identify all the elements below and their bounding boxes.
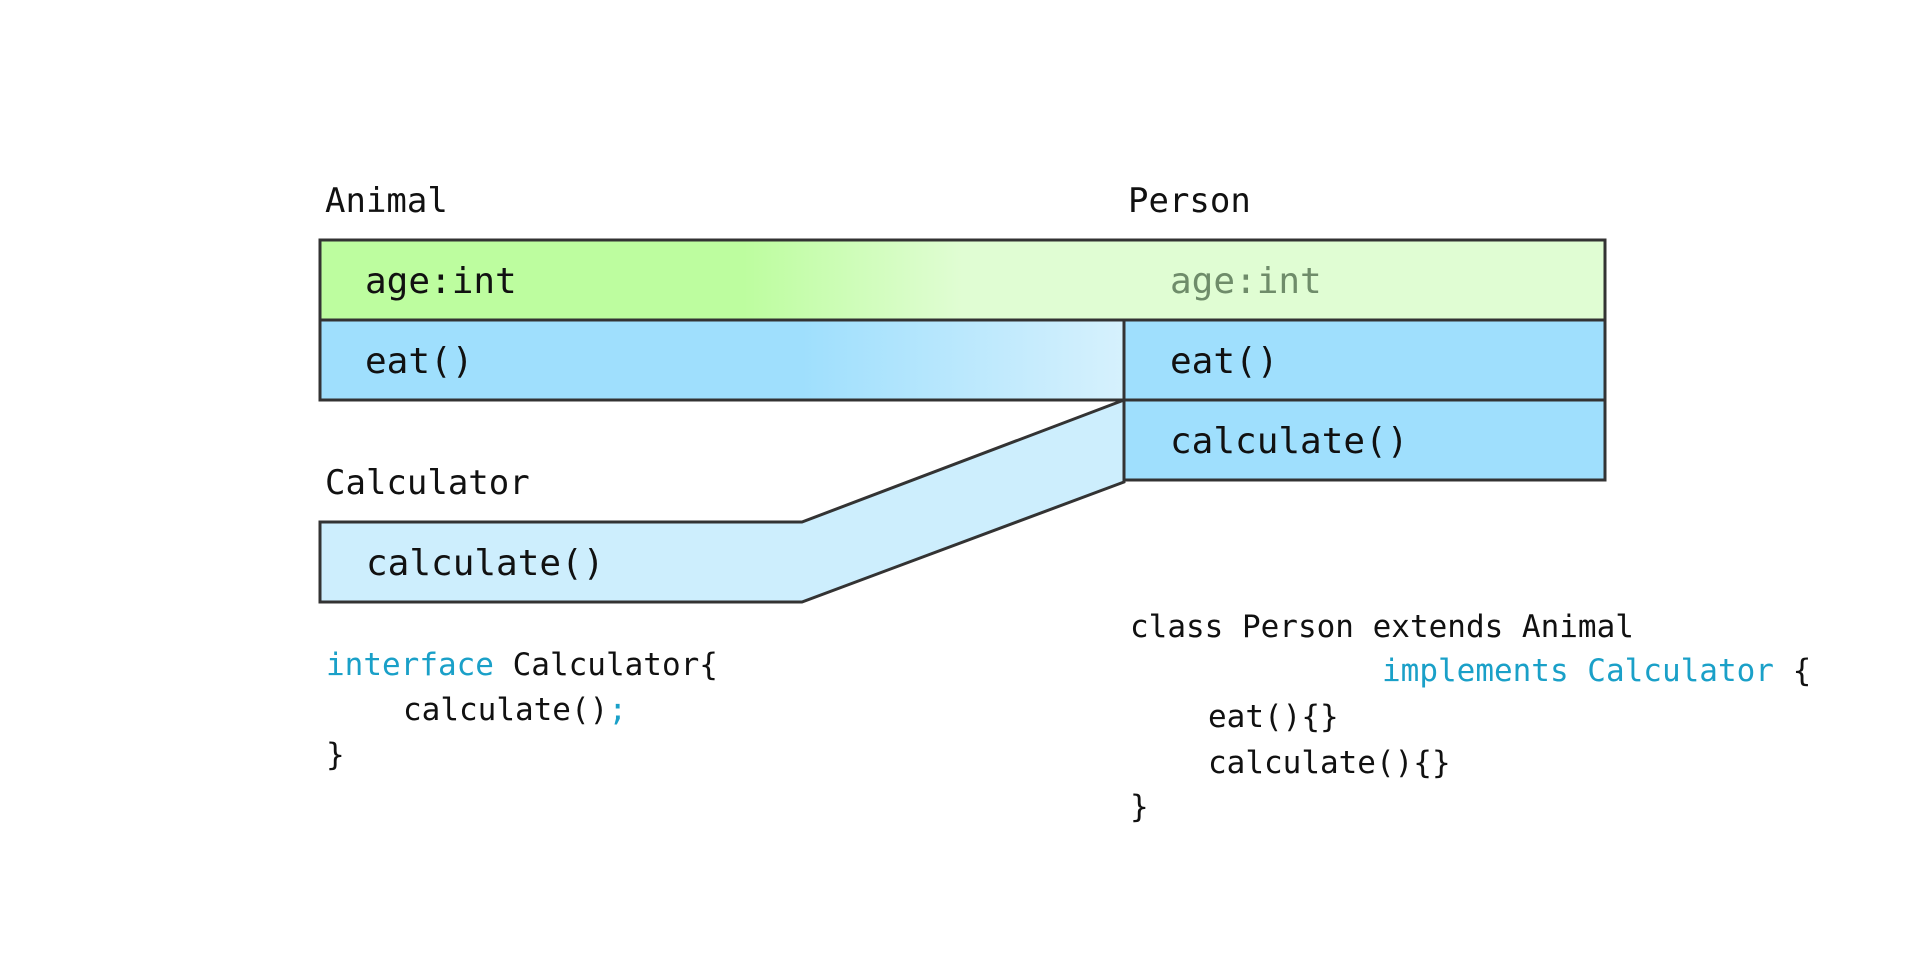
calculator-title: Calculator [325, 463, 530, 503]
animal-title: Animal [325, 181, 448, 221]
person-eat-box [1122, 318, 1607, 402]
animal-field-box [318, 238, 1607, 322]
person-code-open-brace: { [1773, 653, 1812, 689]
calculator-code-line-3: } [326, 737, 345, 773]
person-code-line-5: } [1130, 789, 1149, 825]
implements-keyword: implements Calculator [1382, 653, 1774, 689]
person-eat-label: eat() [1170, 341, 1279, 382]
animal-field-label: age:int [365, 261, 517, 302]
person-inherited-field-label: age:int [1170, 261, 1322, 302]
person-code-line-1: class Person extends Animal [1130, 609, 1634, 645]
person-calculate-box [1122, 398, 1607, 482]
animal-method-box [318, 318, 1126, 402]
animal-method-label: eat() [365, 341, 474, 382]
calculator-code-line-1: interface Calculator{ [326, 650, 718, 681]
calculator-method-box [318, 397, 1126, 604]
person-code-line-2: implements Calculator { [1382, 656, 1811, 687]
semicolon: ; [608, 692, 627, 728]
calculator-code-call: calculate() [403, 692, 609, 728]
person-code-line-3: eat(){} [1208, 699, 1339, 735]
calculator-method-label: calculate() [366, 543, 605, 584]
calculator-code-line-1-rest: Calculator{ [493, 647, 718, 683]
person-code-line-4: calculate(){} [1208, 745, 1451, 781]
calculator-code-line-2: calculate(); [403, 695, 627, 726]
interface-keyword: interface [326, 647, 494, 683]
person-calculate-label: calculate() [1170, 421, 1409, 462]
person-title: Person [1128, 181, 1251, 221]
